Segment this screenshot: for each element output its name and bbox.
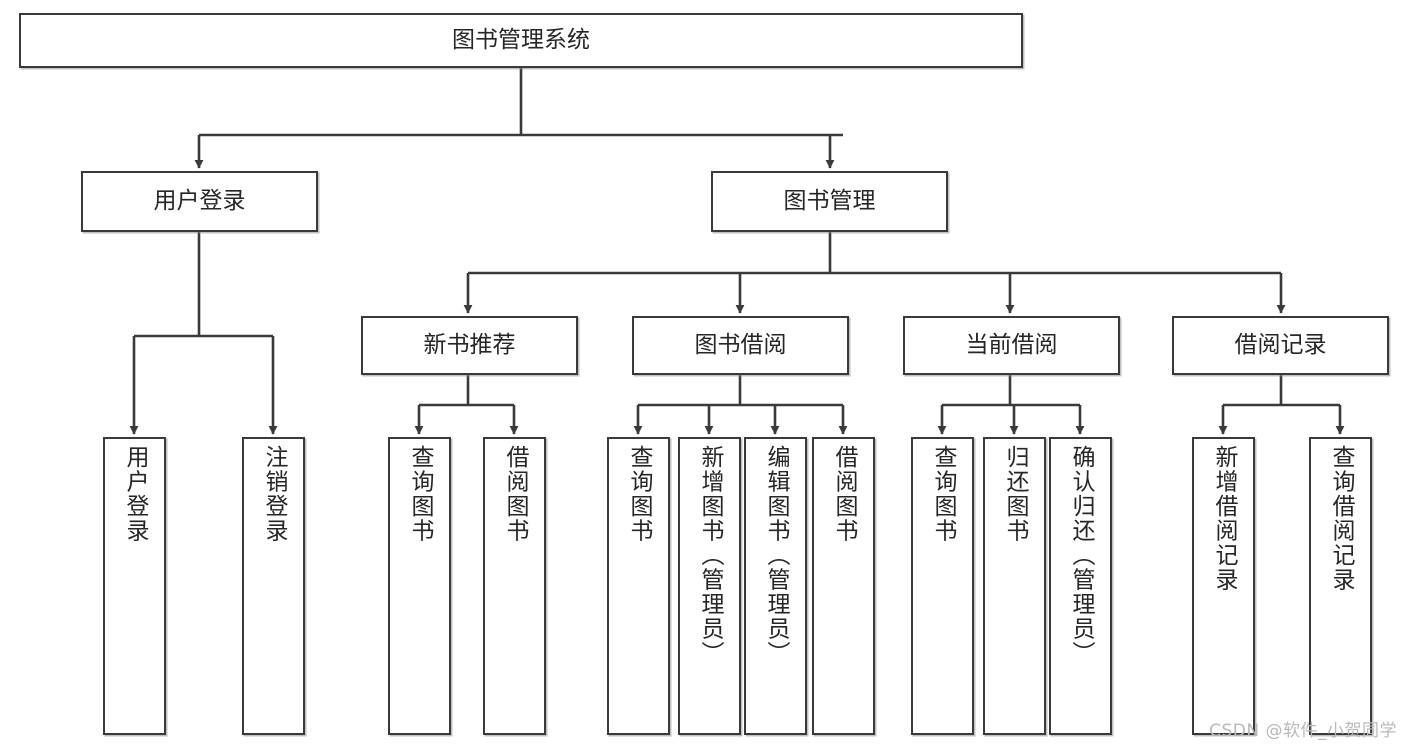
- node-leaf-query-book-rec-label: 查询图书: [407, 445, 433, 543]
- node-leaf-query-book-borrow[interactable]: 查询图书: [607, 437, 670, 735]
- node-leaf-add-book[interactable]: 新增图书（管理员）: [678, 437, 741, 735]
- node-leaf-return-book[interactable]: 归还图书: [983, 437, 1046, 735]
- node-user-login[interactable]: 用户登录: [81, 171, 318, 232]
- node-book-borrow[interactable]: 图书借阅: [632, 316, 849, 375]
- node-leaf-confirm-return-label: 确认归还（管理员）: [1068, 445, 1094, 666]
- node-leaf-add-book-label: 新增图书（管理员）: [697, 445, 723, 666]
- node-leaf-query-book-cur[interactable]: 查询图书: [911, 437, 974, 735]
- node-leaf-user-logout[interactable]: 注销登录: [242, 437, 305, 735]
- node-root[interactable]: 图书管理系统: [19, 13, 1023, 68]
- node-leaf-query-record[interactable]: 查询借阅记录: [1309, 437, 1372, 735]
- node-leaf-confirm-return[interactable]: 确认归还（管理员）: [1049, 437, 1112, 735]
- csdn-watermark: CSDN @软件_小贺同学: [1209, 721, 1397, 741]
- node-root-label: 图书管理系统: [452, 26, 590, 53]
- node-new-book-rec-label: 新书推荐: [423, 331, 516, 358]
- node-borrow-record-label: 借阅记录: [1234, 331, 1327, 358]
- node-new-book-rec[interactable]: 新书推荐: [361, 316, 578, 375]
- node-leaf-add-record-label: 新增借阅记录: [1211, 445, 1237, 592]
- node-book-manage[interactable]: 图书管理: [711, 171, 948, 232]
- node-leaf-add-record[interactable]: 新增借阅记录: [1192, 437, 1255, 735]
- node-leaf-query-book-borrow-label: 查询图书: [626, 445, 652, 543]
- node-leaf-user-login[interactable]: 用户登录: [103, 437, 166, 735]
- node-leaf-query-record-label: 查询借阅记录: [1328, 445, 1354, 592]
- node-leaf-query-book-rec[interactable]: 查询图书: [388, 437, 451, 735]
- node-leaf-user-logout-label: 注销登录: [261, 445, 287, 543]
- node-leaf-borrow-book-label: 借阅图书: [831, 445, 857, 543]
- node-user-login-label: 用户登录: [153, 187, 246, 214]
- node-current-borrow-label: 当前借阅: [965, 331, 1058, 358]
- node-leaf-edit-book[interactable]: 编辑图书（管理员）: [744, 437, 807, 735]
- node-leaf-user-login-label: 用户登录: [122, 445, 148, 543]
- node-book-manage-label: 图书管理: [783, 187, 876, 214]
- node-leaf-edit-book-label: 编辑图书（管理员）: [763, 445, 789, 666]
- node-book-borrow-label: 图书借阅: [694, 331, 787, 358]
- node-leaf-borrow-book-rec-label: 借阅图书: [502, 445, 528, 543]
- node-leaf-query-book-cur-label: 查询图书: [930, 445, 956, 543]
- node-leaf-return-book-label: 归还图书: [1002, 445, 1028, 543]
- node-leaf-borrow-book-rec[interactable]: 借阅图书: [483, 437, 546, 735]
- node-borrow-record[interactable]: 借阅记录: [1172, 316, 1389, 375]
- node-leaf-borrow-book[interactable]: 借阅图书: [812, 437, 875, 735]
- node-current-borrow[interactable]: 当前借阅: [903, 316, 1120, 375]
